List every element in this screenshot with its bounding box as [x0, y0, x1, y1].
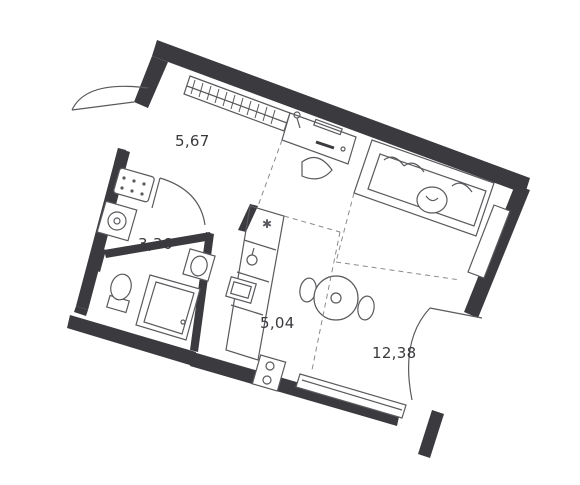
- wardrobe-icon: [183, 75, 291, 132]
- window-right: [467, 204, 511, 279]
- area-label-kitchen: 5,04: [260, 314, 295, 332]
- desk-icon: [281, 112, 357, 165]
- cooktop-icon: [251, 354, 287, 392]
- armchair-icon: [416, 186, 448, 214]
- shower-tray-icon: [135, 274, 201, 341]
- tv-console-icon: [295, 373, 407, 419]
- kitchen-counter: [225, 205, 285, 361]
- desk-chair-icon: [301, 156, 333, 180]
- area-label-hall: 5,67: [175, 132, 210, 150]
- sink-icon: [182, 248, 216, 282]
- fan-icon: ✱: [262, 217, 272, 231]
- lamp-icon: [293, 111, 301, 129]
- dining-table-icon: [299, 275, 375, 321]
- area-label-living: 12,38: [372, 344, 417, 362]
- area-label-bathroom: 3,36: [138, 235, 173, 253]
- kitchen-sink-icon: [225, 276, 257, 304]
- sofa-icon: [353, 139, 495, 237]
- entry-door-icon: [71, 85, 149, 111]
- svg-text:✱: ✱: [262, 217, 272, 231]
- zone-lines: [257, 139, 461, 371]
- kitchen-tap-icon: [246, 247, 258, 266]
- hall-partition: [88, 148, 206, 272]
- boiler-icon: [113, 167, 155, 203]
- toilet-icon: [105, 273, 132, 314]
- washing-machine-icon: [96, 200, 138, 242]
- balcony-door-icon: [407, 307, 483, 401]
